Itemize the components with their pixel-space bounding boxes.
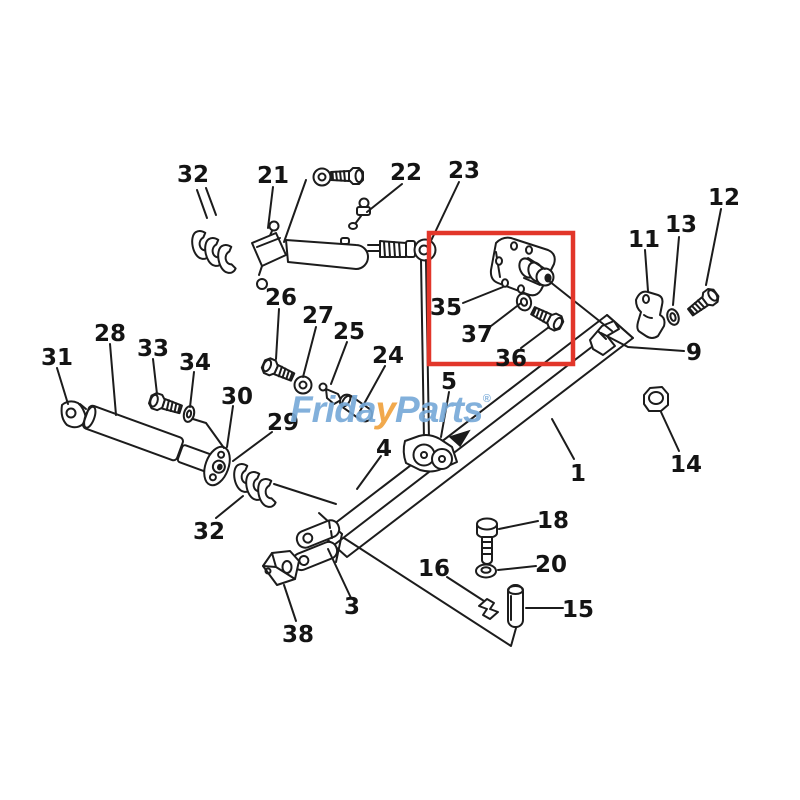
leader-lines — [56, 179, 722, 647]
callout-label-37: 37 — [461, 322, 493, 348]
highlight-box — [426, 230, 576, 367]
callout-label-38: 38 — [282, 622, 314, 648]
callout-label-32: 32 — [177, 162, 209, 188]
pin-15 — [507, 584, 524, 628]
callout-label-29: 29 — [267, 410, 299, 436]
callout-label-25: 25 — [333, 319, 365, 345]
hinge-bracket-4-5 — [402, 429, 471, 473]
callout-label-31: 31 — [41, 345, 73, 371]
flange-30 — [203, 445, 231, 487]
callout-label-12: 12 — [708, 185, 740, 211]
fork-end-3 — [291, 512, 343, 572]
callout-label-1: 1 — [570, 461, 586, 487]
callout-label-21: 21 — [257, 163, 289, 189]
callout-label-34: 34 — [179, 350, 211, 376]
callout-label-23: 23 — [448, 158, 480, 184]
clamp-stack-32-top — [188, 228, 239, 276]
nut-14 — [643, 386, 669, 412]
bolt-12 — [684, 285, 722, 320]
callout-label-20: 20 — [535, 552, 567, 578]
callout-label-24: 24 — [372, 343, 404, 369]
grease-fitting-22 — [348, 197, 371, 230]
clamp-stack-32-bottom — [230, 461, 279, 510]
bolt-33 — [146, 390, 185, 418]
callout-label-33: 33 — [137, 336, 169, 362]
watermark-y-swoosh: y — [375, 389, 396, 430]
watermark-frida: Frida — [290, 389, 376, 430]
callout-label-13: 13 — [665, 212, 697, 238]
callout-label-30: 30 — [221, 384, 253, 410]
clip-25 — [318, 382, 342, 405]
callout-label-11: 11 — [628, 227, 660, 253]
main-beam — [320, 314, 634, 558]
washer-13 — [666, 308, 680, 326]
callout-label-16: 16 — [418, 556, 450, 582]
callout-label-36: 36 — [495, 346, 527, 372]
tie-rod-end-23 — [367, 238, 437, 262]
callout-label-28: 28 — [94, 321, 126, 347]
watermark-parts: Parts — [395, 389, 484, 430]
rocker-11 — [635, 290, 666, 339]
callout-label-32: 32 — [193, 519, 225, 545]
hub-35 — [489, 236, 556, 297]
watermark: FridayParts® — [290, 378, 520, 430]
watermark-registered: ® — [482, 393, 491, 405]
callout-label-3: 3 — [344, 594, 360, 620]
top-bolt — [330, 167, 364, 185]
bracket-21 — [251, 220, 287, 290]
bolt-18 — [476, 517, 498, 565]
block-38 — [262, 550, 300, 586]
callout-label-22: 22 — [390, 160, 422, 186]
callout-label-4: 4 — [376, 436, 392, 462]
callout-label-9: 9 — [686, 340, 702, 366]
washer-34 — [182, 405, 196, 423]
drag-link-tube — [285, 237, 369, 270]
callout-label-26: 26 — [265, 285, 297, 311]
top-washer — [312, 167, 332, 187]
callout-label-14: 14 — [670, 452, 702, 478]
callout-label-35: 35 — [430, 295, 462, 321]
callout-label-27: 27 — [302, 303, 334, 329]
cylinder-28 — [60, 400, 220, 475]
callout-label-18: 18 — [537, 508, 569, 534]
callout-label-5: 5 — [441, 369, 457, 395]
washer-20 — [475, 563, 497, 579]
clip-16 — [478, 598, 499, 620]
callout-label-15: 15 — [562, 597, 594, 623]
pin-24 — [338, 393, 374, 423]
